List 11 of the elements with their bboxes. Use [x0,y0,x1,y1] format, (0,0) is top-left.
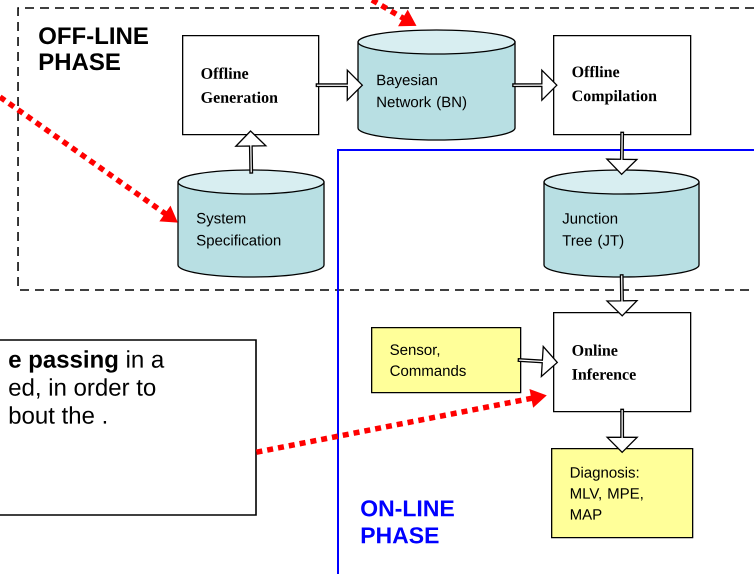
process-box: Offline Generation [182,35,320,136]
process-box: Online Inference [553,312,692,412]
region-heading: ON-LINE PHASE [361,500,454,544]
process-box: Offline Compilation [553,35,692,136]
region-heading: OFF-LINE PHASE [39,27,148,70]
database-cylinder: System Specification [177,169,325,278]
database-cylinder: Bayesian Network (BN) [357,29,516,141]
data-box: Diagnosis: MLV, MPE, MAP [551,448,694,538]
data-box: Sensor, Commands [371,327,522,394]
database-cylinder: Junction Tree (JT) [543,169,700,278]
note-box: e passing in a ed, in order to bout the . [0,339,257,516]
